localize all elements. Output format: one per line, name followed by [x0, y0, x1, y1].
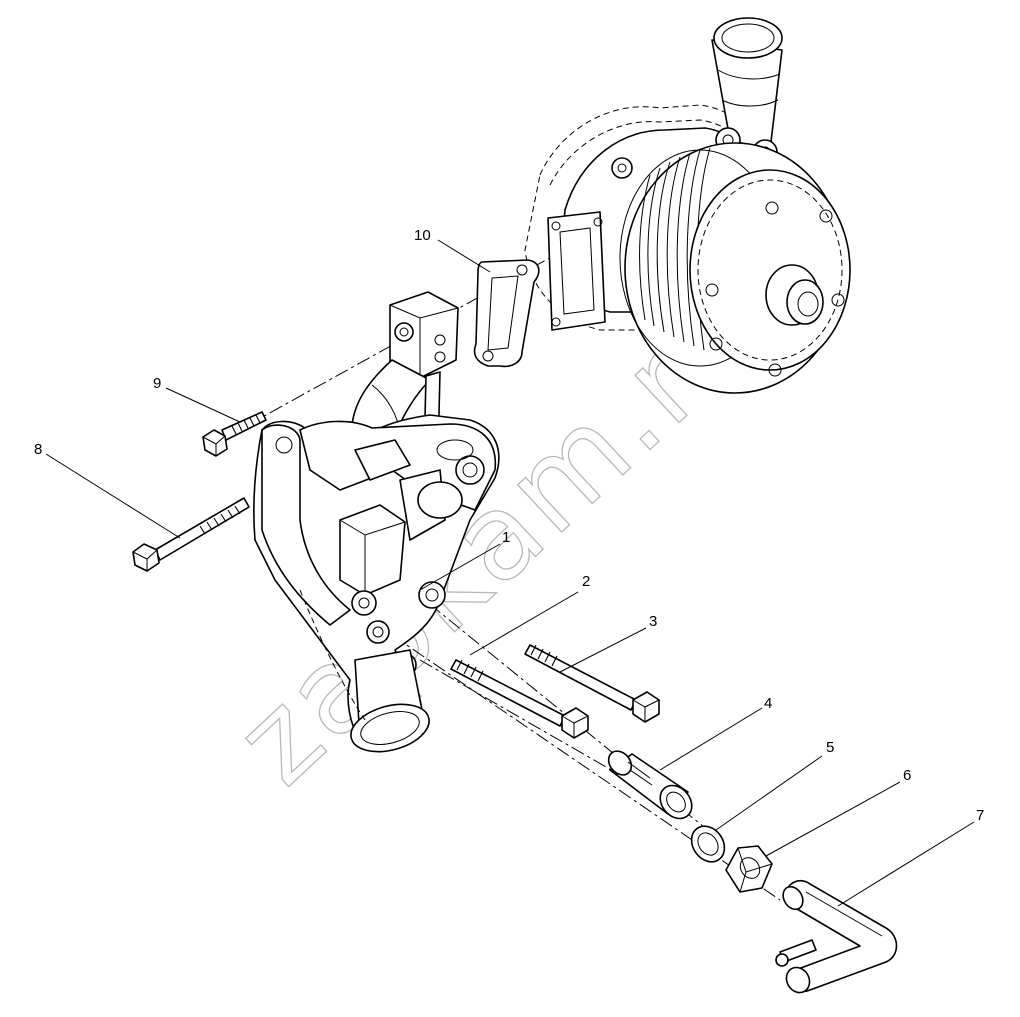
callout-4: 4 — [659, 695, 772, 771]
callout-label-2: 2 — [582, 573, 590, 590]
tube-7 — [775, 879, 898, 994]
callout-5: 5 — [715, 739, 834, 831]
callout-label-5: 5 — [826, 739, 834, 756]
bolt-2 — [450, 659, 589, 739]
thermostat-housing — [253, 291, 500, 753]
callout-label-10: 10 — [414, 227, 431, 244]
nut-6 — [725, 845, 773, 893]
callout-label-8: 8 — [34, 441, 42, 458]
callout-label-4: 4 — [764, 695, 772, 712]
callout-8: 8 — [34, 441, 181, 539]
callout-label-1: 1 — [502, 529, 510, 546]
callout-label-6: 6 — [903, 767, 911, 784]
washer-5 — [690, 825, 726, 863]
bolt-3 — [524, 644, 660, 723]
callout-6: 6 — [765, 767, 911, 857]
callout-label-9: 9 — [153, 375, 161, 392]
callout-3: 3 — [559, 613, 657, 673]
bolt-9 — [202, 411, 267, 457]
callout-label-3: 3 — [649, 613, 657, 630]
callout-7: 7 — [837, 807, 984, 907]
callout-9: 9 — [153, 375, 241, 423]
gasket — [473, 259, 540, 368]
callout-10: 10 — [414, 227, 491, 273]
callout-1: 1 — [419, 529, 510, 591]
callout-label-7: 7 — [976, 807, 984, 824]
callouts: 1 2 3 4 5 6 7 8 — [34, 227, 984, 907]
callout-2: 2 — [469, 573, 590, 656]
sleeve-4 — [607, 750, 693, 820]
water-pump — [524, 17, 851, 394]
bolt-8 — [132, 497, 250, 572]
